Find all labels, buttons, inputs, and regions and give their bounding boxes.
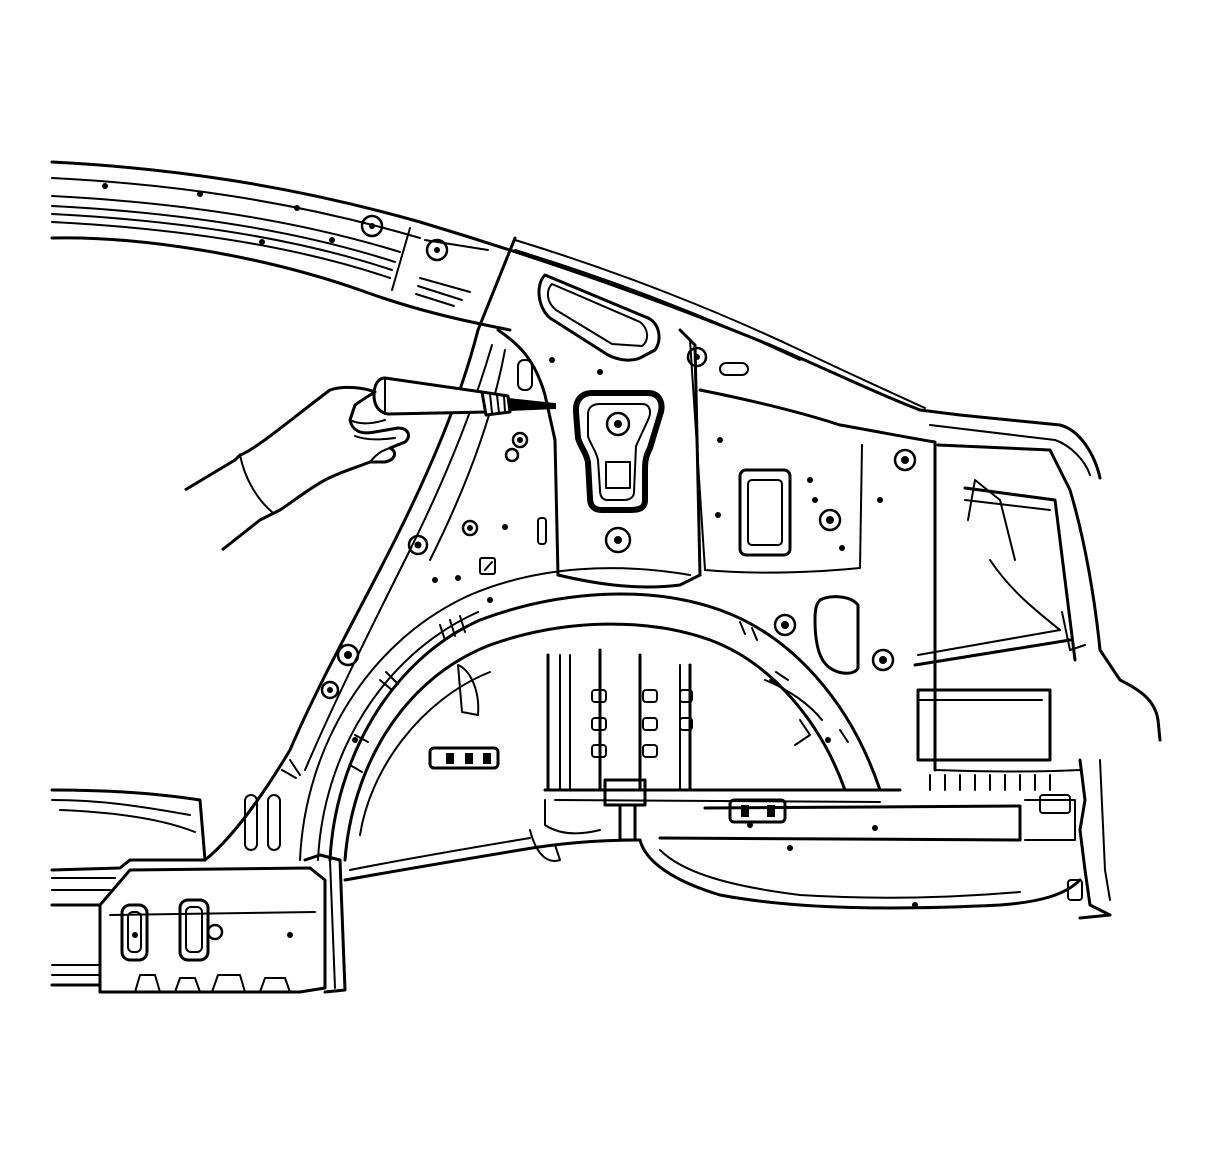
tail-panel-ribs [929, 774, 1051, 791]
rear-end-panel [913, 408, 1162, 920]
applicator-collar [480, 390, 512, 417]
roof-side-rail [50, 160, 926, 412]
applicator-nozzle [506, 397, 556, 412]
inner-wheelhouse-ribs [457, 648, 823, 862]
pillar-fasteners [281, 359, 547, 779]
lower-sill-structure [50, 788, 1082, 994]
rear-wheelhouse [299, 567, 882, 862]
wheelhouse-notches [349, 615, 849, 773]
technician-hand-with-applicator [184, 376, 556, 552]
sealer-bead-bracket [572, 390, 665, 513]
c-pillar-upper-panel [203, 273, 749, 862]
quarter-inner-panel [556, 388, 937, 772]
gloved-hand [184, 385, 410, 552]
rocker-bottom-notches [134, 974, 291, 993]
body-clips [428, 611, 1086, 901]
applicator-body [372, 376, 491, 416]
